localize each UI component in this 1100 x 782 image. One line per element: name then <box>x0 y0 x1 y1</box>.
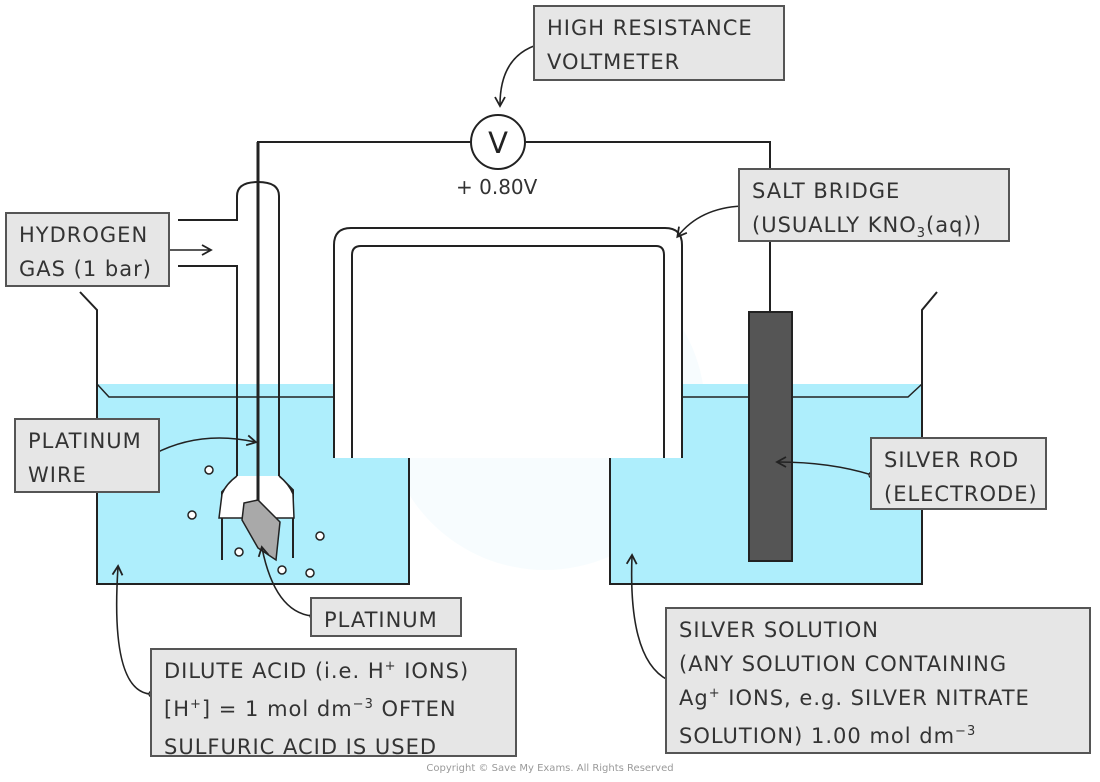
salt-bridge-text-a: (USUALLY KNO <box>752 213 917 237</box>
salt-bridge-subscript: 3 <box>916 226 927 241</box>
acid-l1-b: IONS) <box>396 659 470 683</box>
hydrogen-label-line1: HYDROGEN <box>19 223 149 247</box>
voltmeter-label: HIGH RESISTANCE VOLTMETER <box>533 5 785 81</box>
bubble <box>234 547 244 557</box>
silver-l3-a: Ag <box>679 686 709 710</box>
voltmeter-label-line2: VOLTMETER <box>547 50 681 74</box>
acid-arrow <box>111 564 151 695</box>
salt-bridge-label-line1: SALT BRIDGE <box>752 179 901 203</box>
silver-solution-label: SILVER SOLUTION (ANY SOLUTION CONTAINING… <box>665 607 1091 754</box>
circuit-wire <box>257 141 771 312</box>
acid-l1-a: DILUTE ACID (i.e. H <box>164 659 385 683</box>
silver-l4-sup: −3 <box>955 724 977 739</box>
acid-l2-b: ] = 1 mol dm <box>201 697 353 721</box>
silver-rod-label-line1: SILVER ROD <box>884 448 1020 472</box>
salt-bridge-text-b: (aq)) <box>926 213 982 237</box>
platinum-label-text: PLATINUM <box>324 608 438 632</box>
bubble <box>315 531 325 541</box>
platinum-label: PLATINUM <box>310 597 462 637</box>
acid-label: DILUTE ACID (i.e. H+ IONS) [H+] = 1 mol … <box>150 648 517 759</box>
hydrogen-label-line2: GAS (1 bar) <box>19 257 152 281</box>
silver-rod-label: SILVER ROD (ELECTRODE) <box>870 437 1047 510</box>
acid-label-line3: SULFURIC ACID IS USED <box>164 735 438 759</box>
platinum-wire-label-line2: WIRE <box>28 463 87 487</box>
acid-l1-sup: + <box>384 659 397 674</box>
acid-l2-a: [H <box>164 697 190 721</box>
silver-solution-line3: Ag+ IONS, e.g. SILVER NITRATE <box>679 681 1079 719</box>
salt-bridge <box>333 227 683 458</box>
silver-rod <box>748 311 793 562</box>
platinum-wire-label-line1: PLATINUM <box>28 429 142 453</box>
silver-l3-sup: + <box>708 686 721 701</box>
silver-l4-a: SOLUTION) 1.00 mol dm <box>679 724 956 748</box>
platinum-wire-label: PLATINUM WIRE <box>14 418 160 493</box>
acid-label-line2: [H+] = 1 mol dm−3 OFTEN <box>164 692 505 730</box>
bubble <box>204 465 214 475</box>
acid-l2-c: OFTEN <box>373 697 457 721</box>
silver-solution-arrow <box>625 553 669 681</box>
silver-solution-line4: SOLUTION) 1.00 mol dm−3 <box>679 719 1079 757</box>
voltmeter-arrow <box>494 43 541 108</box>
voltmeter-symbol-letter: V <box>488 126 508 160</box>
acid-l2-sup2: −3 <box>352 697 374 712</box>
silver-solution-line1: SILVER SOLUTION <box>679 618 879 642</box>
bubble <box>277 565 287 575</box>
silver-l3-b: IONS, e.g. SILVER NITRATE <box>720 686 1030 710</box>
silver-rod-label-line2: (ELECTRODE) <box>884 482 1038 506</box>
voltage-reading: + 0.80V <box>456 175 538 199</box>
platinum-arrow <box>257 545 313 617</box>
voltmeter-label-line1: HIGH RESISTANCE <box>547 16 753 40</box>
copyright-notice: Copyright © Save My Exams. All Rights Re… <box>426 763 674 774</box>
silver-solution-line2: (ANY SOLUTION CONTAINING <box>679 652 1008 676</box>
bubble <box>305 568 315 578</box>
voltmeter-symbol <box>470 114 526 170</box>
acid-l2-sup: + <box>189 697 202 712</box>
salt-bridge-label-line2: (USUALLY KNO3(aq)) <box>752 208 998 246</box>
acid-label-line1: DILUTE ACID (i.e. H+ IONS) <box>164 654 505 692</box>
hydrogen-label: HYDROGEN GAS (1 bar) <box>5 212 170 287</box>
silver-rod-arrow <box>775 456 873 476</box>
bubble <box>187 510 197 520</box>
platinum-electrode <box>241 499 281 562</box>
salt-bridge-arrow <box>676 205 743 239</box>
platinum-wire-arrow <box>153 434 258 455</box>
salt-bridge-label: SALT BRIDGE (USUALLY KNO3(aq)) <box>738 168 1010 242</box>
